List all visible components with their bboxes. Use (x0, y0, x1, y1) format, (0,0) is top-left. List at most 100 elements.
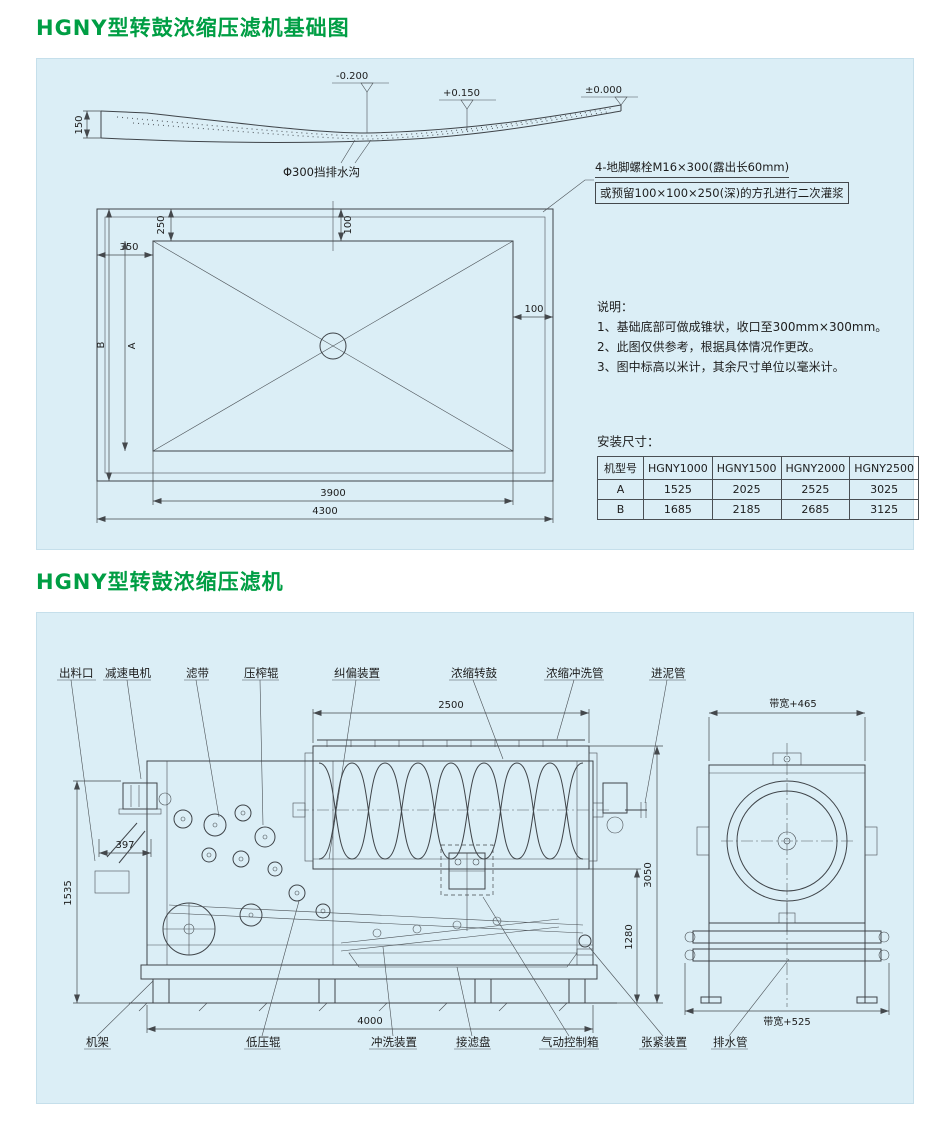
dim-3900: 3900 (152, 451, 514, 505)
drain-callout: Φ300挡排水沟 (283, 139, 372, 179)
foundation-section-view: -0.200 +0.150 ±0.000 150 (74, 71, 638, 179)
dim-4000: 4000 (146, 1005, 594, 1033)
notes-block: 说明： 1、基础底部可做成锥状，收口至300mm×300mm。 2、此图仅供参考… (597, 297, 909, 377)
dim-397-label: 397 (115, 840, 134, 851)
install-dims-table: 机型号 HGNY1000 HGNY1500 HGNY2000 HGNY2500 … (597, 456, 919, 520)
dim-belt-width-top: 带宽+465 (708, 697, 866, 761)
dim-1280-label: 1280 (624, 924, 635, 949)
table-cell: 2185 (711, 499, 782, 520)
table-header-cell: 机型号 (597, 456, 644, 480)
table-row: B 1685 2185 2685 3125 (597, 499, 919, 520)
dim-A: A (122, 241, 138, 451)
dim-3050: 3050 (589, 745, 663, 1004)
dim-1535-label: 1535 (63, 880, 74, 905)
discharge-chute (94, 822, 146, 894)
label-filter-belt: 滤带 (186, 666, 209, 680)
dim-3900-label: 3900 (320, 488, 345, 499)
roller-cluster (162, 804, 331, 956)
label-tension-device: 张紧装置 (641, 1035, 687, 1049)
label-correction-device: 纠偏装置 (334, 666, 380, 680)
table-header-cell: HGNY1500 (711, 456, 782, 480)
dim-B-label: B (96, 341, 107, 348)
label-pneumatic-box: 气动控制箱 (541, 1035, 599, 1049)
dim-4300-label: 4300 (312, 506, 337, 517)
dim-150-label: 150 (74, 115, 85, 134)
elevation-mark-plus: +0.150 (439, 88, 496, 131)
elevation-plus-label: +0.150 (443, 88, 480, 99)
elevation-minus-label: -0.200 (336, 71, 368, 82)
dim-4000-label: 4000 (357, 1016, 382, 1027)
dim-1280: 1280 (589, 868, 641, 1003)
table-header-cell: HGNY2500 (849, 456, 919, 480)
anchor-note-line1: 4-地脚螺栓M16×300(露出长60mm) (595, 159, 790, 178)
dim-150: 150 (74, 110, 101, 139)
dim-350-label: 350 (119, 242, 138, 253)
install-dims-title: 安装尺寸： (597, 434, 660, 449)
dim-100-right: 100 (513, 304, 553, 320)
elevation-zero-label: ±0.000 (585, 85, 622, 96)
dim-belt-bottom-label: 带宽+525 (763, 1015, 810, 1028)
dim-397: 397 (98, 839, 152, 857)
foundation-plan-view: 100 250 350 100 B A (96, 179, 594, 523)
dim-250: 250 (156, 209, 174, 241)
gear-motor (118, 782, 172, 815)
belt-path (168, 904, 584, 952)
dim-B: B (96, 209, 112, 481)
table-cell: A (597, 479, 644, 500)
dim-belt-width-bottom: 带宽+525 (684, 963, 890, 1028)
bottom-callouts: 机架 低压辊 冲洗装置 接滤盘 气动控制箱 张紧装置 排水管 (84, 896, 790, 1050)
dim-belt-top-label: 带宽+465 (769, 697, 816, 710)
table-cell: 2025 (711, 479, 782, 500)
dim-A-label: A (127, 342, 138, 349)
machine-end-view: 带宽+465 带宽+525 (684, 697, 890, 1028)
flush-pipe (317, 739, 585, 747)
inlet-pipe (625, 802, 647, 818)
label-frame: 机架 (86, 1035, 109, 1049)
anchor-note-line2: 或预留100×100×250(深)的方孔进行二次灌浆 (595, 182, 849, 204)
dim-100-right-label: 100 (524, 304, 543, 315)
label-low-pressure-roller: 低压辊 (246, 1035, 281, 1049)
table-cell: 1525 (643, 479, 713, 500)
machine-panel: 出料口 减速电机 滤带 压榨辊 纠偏装置 浓缩转鼓 浓缩冲洗管 进泥管 2500 (36, 612, 914, 1104)
dim-4300: 4300 (96, 481, 554, 523)
dim-100-top: 100 (338, 209, 354, 241)
label-gear-motor: 减速电机 (105, 666, 151, 680)
dim-3050-label: 3050 (643, 862, 654, 887)
table-cell: B (597, 499, 644, 520)
end-view-rollers (684, 930, 890, 962)
anchor-bolt-note: 4-地脚螺栓M16×300(露出长60mm) 或预留100×100×250(深)… (595, 159, 905, 204)
elevation-mark-zero: ±0.000 (581, 85, 638, 106)
anchor-note-leader (542, 179, 594, 213)
foundation-panel: -0.200 +0.150 ±0.000 150 (36, 58, 919, 550)
install-dims-block: 安装尺寸： 机型号 HGNY1000 HGNY1500 HGNY2000 HGN… (597, 431, 919, 520)
thickening-drum (292, 745, 609, 870)
label-press-roller: 压榨辊 (244, 666, 279, 680)
label-drain-pipe: 排水管 (713, 1035, 748, 1049)
machine-side-view: 397 1535 4000 1280 (63, 739, 663, 1033)
foundation-drawing: -0.200 +0.150 ±0.000 150 (74, 71, 638, 523)
table-header-cell: HGNY1000 (643, 456, 713, 480)
label-flush-pipe: 浓缩冲洗管 (546, 666, 604, 680)
dim-1535: 1535 (63, 780, 129, 1004)
pneumatic-control-box (440, 844, 494, 931)
table-cell: 3125 (849, 499, 919, 520)
dim-2500: 2500 (312, 700, 590, 743)
note-line-3: 3、图中标高以米计，其余尺寸单位以毫米计。 (597, 360, 845, 374)
dim-2500-label: 2500 (438, 700, 463, 711)
note-line-1: 1、基础底部可做成锥状，收口至300mm×300mm。 (597, 320, 888, 334)
label-wash-device: 冲洗装置 (371, 1035, 417, 1049)
page-title-foundation: HGNY型转鼓浓缩压滤机基础图 (36, 16, 350, 40)
filter-tray (348, 952, 578, 968)
drain-label: Φ300挡排水沟 (283, 165, 360, 179)
label-filter-tray: 接滤盘 (456, 1035, 491, 1049)
table-cell: 2685 (780, 499, 851, 520)
dim-250-label: 250 (156, 215, 167, 234)
label-inlet-pipe: 进泥管 (651, 666, 686, 680)
table-cell: 2525 (780, 479, 851, 500)
top-callouts: 出料口 减速电机 滤带 压榨辊 纠偏装置 浓缩转鼓 浓缩冲洗管 进泥管 (57, 666, 686, 862)
dim-100-top-label: 100 (343, 215, 354, 234)
page-title-machine: HGNY型转鼓浓缩压滤机 (36, 570, 284, 594)
table-cell: 3025 (849, 479, 919, 500)
table-header-cell: HGNY2000 (780, 456, 851, 480)
label-thickening-drum: 浓缩转鼓 (451, 666, 497, 680)
